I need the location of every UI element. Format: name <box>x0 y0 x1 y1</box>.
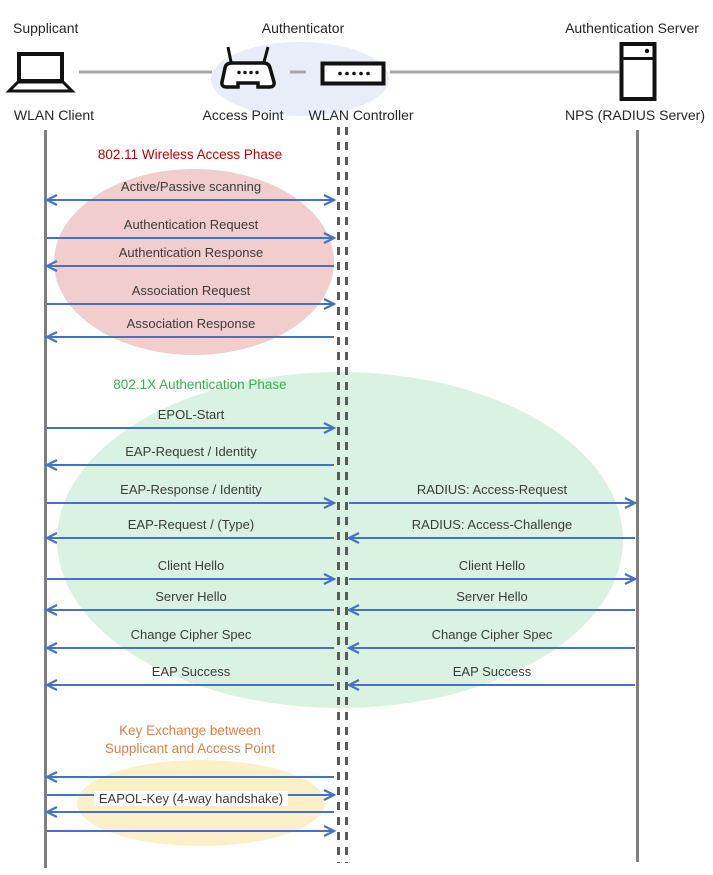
arrowhead-left-icon <box>44 194 58 206</box>
arrowhead-left-icon <box>44 459 58 471</box>
arrowhead-right-icon <box>624 497 638 509</box>
arrowhead-right-icon <box>323 422 337 434</box>
device-label-wlan-client: WLAN Client <box>13 107 95 123</box>
server-icon <box>619 42 657 101</box>
laptop-icon <box>5 52 76 93</box>
wireless-router-icon <box>220 46 276 89</box>
arrowhead-right-icon <box>323 194 337 206</box>
arrowhead-right-icon <box>323 573 337 585</box>
arrowhead-right-icon <box>323 232 337 244</box>
phase-ellipse <box>77 760 325 846</box>
arrowhead-right-icon <box>323 497 337 509</box>
arrowhead-left-icon <box>44 604 58 616</box>
arrowhead-right-icon <box>323 825 337 837</box>
arrowhead-left-icon <box>346 604 360 616</box>
device-label-nps: NPS (RADIUS Server) <box>564 107 706 123</box>
actor-role-supplicant: Supplicant <box>13 20 79 36</box>
phase-ellipse <box>54 169 334 355</box>
arrowhead-left-icon <box>44 260 58 272</box>
arrowhead-left-icon <box>346 642 360 654</box>
arrowhead-left-icon <box>44 642 58 654</box>
arrowhead-right-icon <box>323 298 337 310</box>
arrowhead-left-icon <box>346 532 360 544</box>
arrowhead-left-icon <box>44 679 58 691</box>
authenticator-halo <box>211 42 389 116</box>
wlan-controller-icon <box>320 61 386 86</box>
arrowhead-left-icon <box>44 532 58 544</box>
device-label-access-point: Access Point <box>202 107 284 123</box>
arrowhead-right-icon <box>323 789 337 801</box>
arrowhead-left-icon <box>346 679 360 691</box>
actor-role-auth-server: Authentication Server <box>565 20 699 36</box>
actor-role-authenticator: Authenticator <box>261 20 345 36</box>
device-label-wlan-controller: WLAN Controller <box>308 107 414 123</box>
arrowhead-left-icon <box>44 331 58 343</box>
arrowhead-right-icon <box>624 573 638 585</box>
arrowhead-left-icon <box>44 806 58 818</box>
arrowhead-left-icon <box>44 771 58 783</box>
